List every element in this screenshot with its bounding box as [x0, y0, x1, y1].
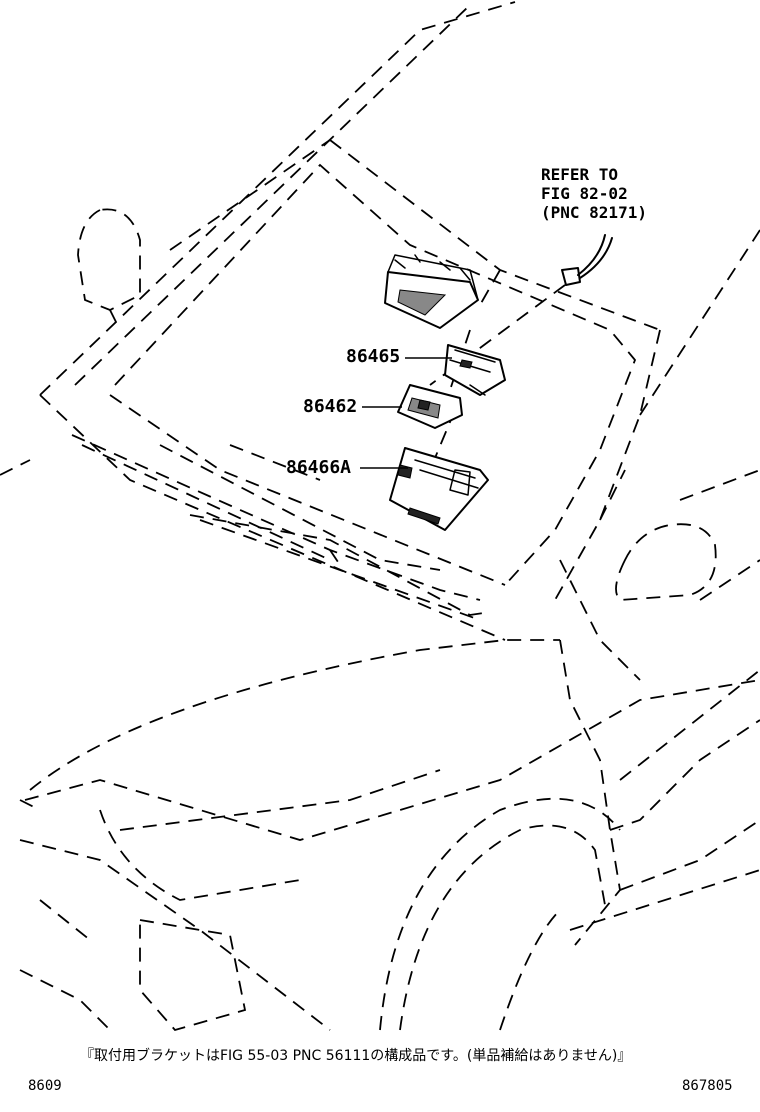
part-label-86462: 86462 [303, 396, 358, 417]
mounting-bracket-upper [384, 254, 479, 329]
reference-line-1: REFER TO [541, 165, 619, 184]
reference-note: REFER TO FIG 82-02 (PNC 82171) [541, 165, 647, 222]
part-86465-bracket [444, 344, 506, 396]
wiper-blades [71, 434, 491, 616]
footer-left-code: 8609 [28, 1078, 62, 1094]
reference-line-3: (PNC 82171) [541, 203, 647, 222]
part-label-86465: 86465 [346, 346, 401, 367]
reference-line-2: FIG 82-02 [541, 184, 628, 203]
footer-right-code: 867805 [682, 1078, 733, 1094]
left-side-mirror [77, 208, 141, 331]
footer-note: 『取付用ブラケットはFIG 55-03 PNC 56111の構成品です。(単品補… [80, 1048, 632, 1064]
connector-plug [561, 234, 613, 286]
right-side-mirror [615, 523, 717, 601]
vehicle-dashed-outline [0, 1, 760, 811]
part-86462-module [397, 384, 463, 429]
part-label-86466a: 86466A [286, 457, 352, 478]
part-86466a-cover [389, 447, 489, 531]
vehicle-body-lines [19, 469, 760, 1032]
